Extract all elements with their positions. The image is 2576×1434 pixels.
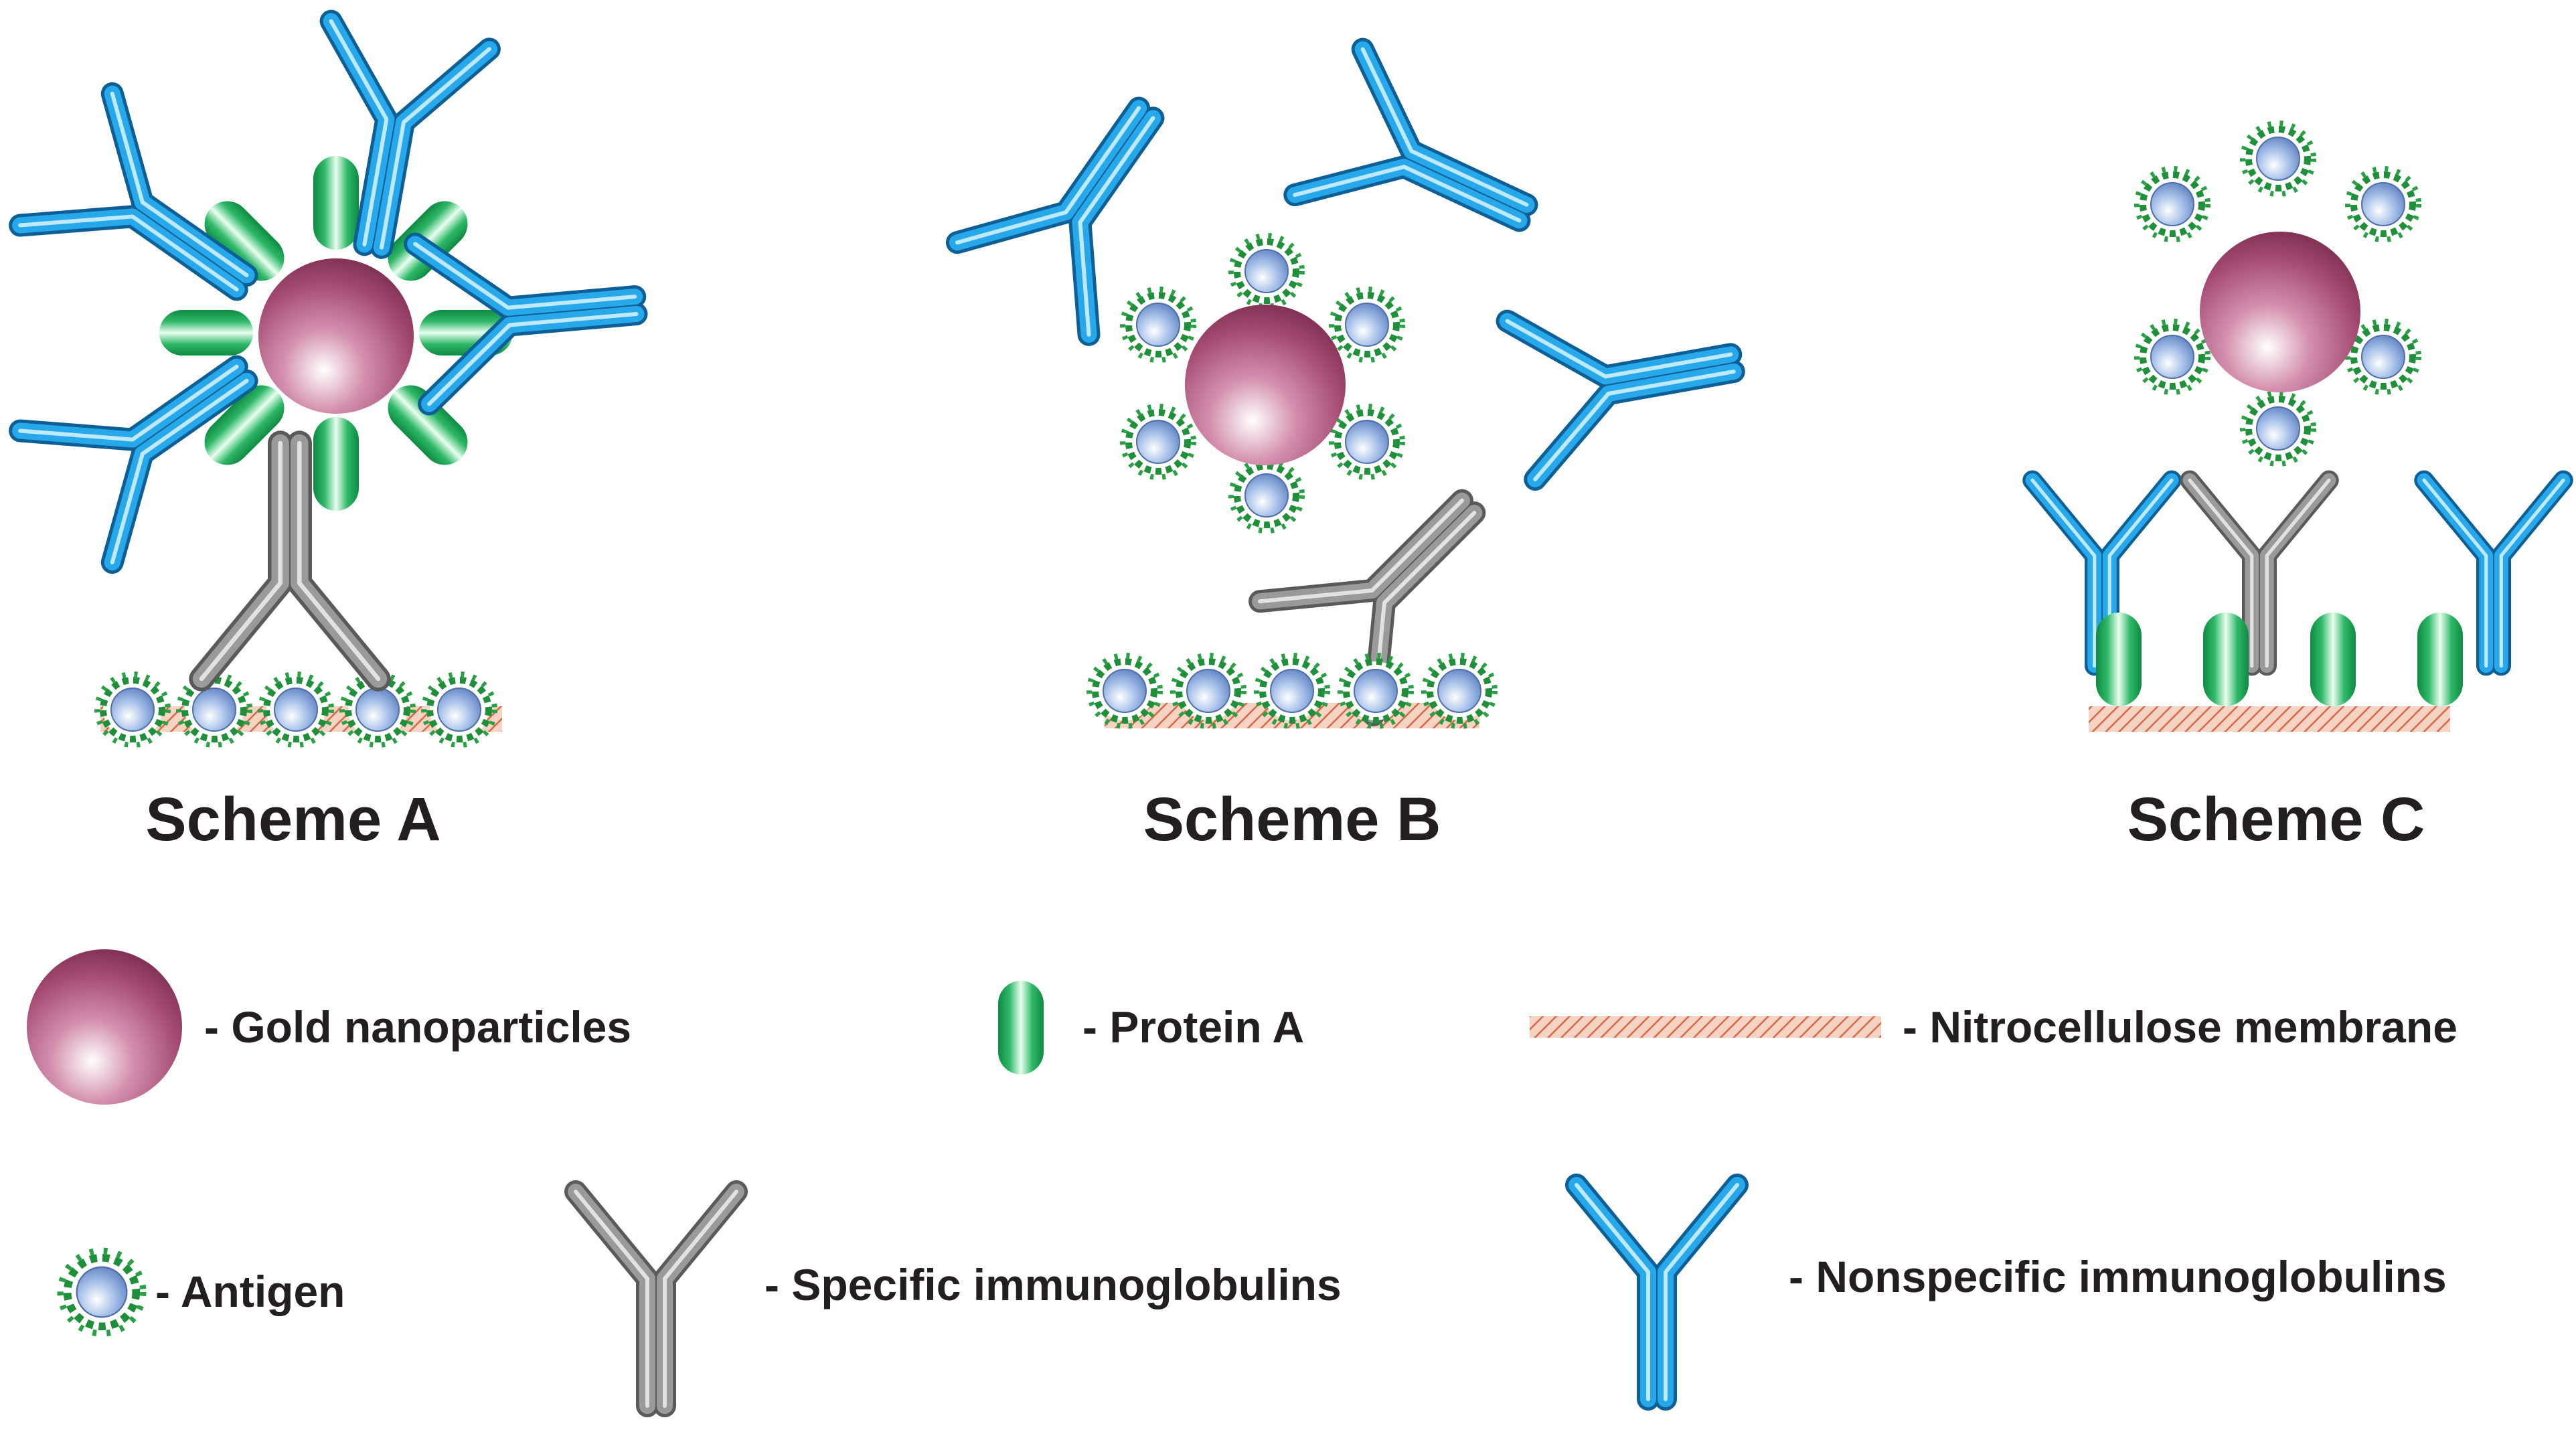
antigen-row	[97, 674, 495, 745]
legend-item-membrane: - Nitrocellulose membrane	[1530, 1002, 2458, 1052]
antigen-icon	[97, 674, 168, 745]
antigen-icon	[2137, 169, 2208, 240]
gold-nanoparticle-icon	[27, 949, 182, 1105]
antigen-icon	[1123, 289, 1194, 360]
antigen-icon	[424, 674, 495, 745]
legend-label-antigen: - Antigen	[155, 1267, 345, 1316]
legend-item-gold: - Gold nanoparticles	[27, 949, 631, 1105]
scheme-b-title: Scheme B	[1143, 785, 1441, 854]
protein-a-icon	[313, 156, 359, 250]
gold-nanoparticle-icon	[258, 258, 414, 414]
antigen-icon	[2348, 169, 2419, 240]
protein-a-icon	[159, 310, 253, 355]
gold-nanoparticle-icon	[1185, 305, 1346, 465]
protein-a-icon	[2310, 613, 2356, 706]
antigen-icon	[2348, 321, 2419, 392]
protein-a-icon	[313, 417, 359, 511]
protein-a-icon	[2417, 613, 2463, 706]
legend-label-gold: - Gold nanoparticles	[204, 1002, 631, 1052]
antigen-icon	[1231, 236, 1302, 307]
legend: - Gold nanoparticles - Protein A - Nitro…	[27, 949, 2458, 1406]
antigen-icon	[1231, 460, 1302, 531]
antigen-icon	[2137, 321, 2208, 392]
specific-immunoglobulin-icon	[576, 1192, 736, 1406]
antigen-icon	[260, 674, 331, 745]
antigen-icon	[1123, 406, 1194, 477]
scheme-a: Scheme A	[20, 21, 643, 854]
scheme-c: Scheme C	[2032, 123, 2563, 854]
antigen-icon	[2243, 123, 2314, 194]
antigen-icon	[2243, 393, 2314, 464]
legend-label-nonspecific: - Nonspecific immunoglobulins	[1789, 1252, 2447, 1301]
antigen-icon	[60, 1251, 143, 1334]
legend-item-protein-a: - Protein A	[998, 981, 1304, 1074]
scheme-c-title: Scheme C	[2127, 785, 2425, 854]
protein-a-icon	[2096, 613, 2142, 706]
gold-nanoparticle-icon	[2200, 232, 2360, 392]
legend-label-protein-a: - Protein A	[1082, 1002, 1304, 1052]
scheme-a-title: Scheme A	[145, 785, 440, 854]
nonspecific-immunoglobulin-icon	[1295, 50, 1556, 286]
antigen-icon	[1332, 289, 1402, 360]
legend-label-membrane: - Nitrocellulose membrane	[1903, 1002, 2458, 1052]
antigen-icon	[179, 674, 250, 745]
scheme-b: Scheme B	[957, 50, 1746, 854]
legend-item-antigen: - Antigen	[60, 1251, 345, 1334]
legend-item-nonspecific: - Nonspecific immunoglobulins	[1577, 1185, 2447, 1399]
nitrocellulose-membrane	[2089, 706, 2450, 732]
protein-a-icon	[998, 981, 1044, 1074]
nonspecific-immunoglobulin-icon	[1508, 284, 1747, 479]
nitrocellulose-membrane-swatch	[1530, 1016, 1881, 1038]
legend-label-specific: - Specific immunoglobulins	[764, 1260, 1342, 1309]
protein-a-row	[2096, 613, 2463, 706]
protein-a-icon	[2203, 613, 2249, 706]
legend-item-specific: - Specific immunoglobulins	[576, 1192, 1342, 1406]
antigen-icon	[1332, 406, 1402, 477]
nonspecific-immunoglobulin-icon	[1577, 1185, 1737, 1399]
